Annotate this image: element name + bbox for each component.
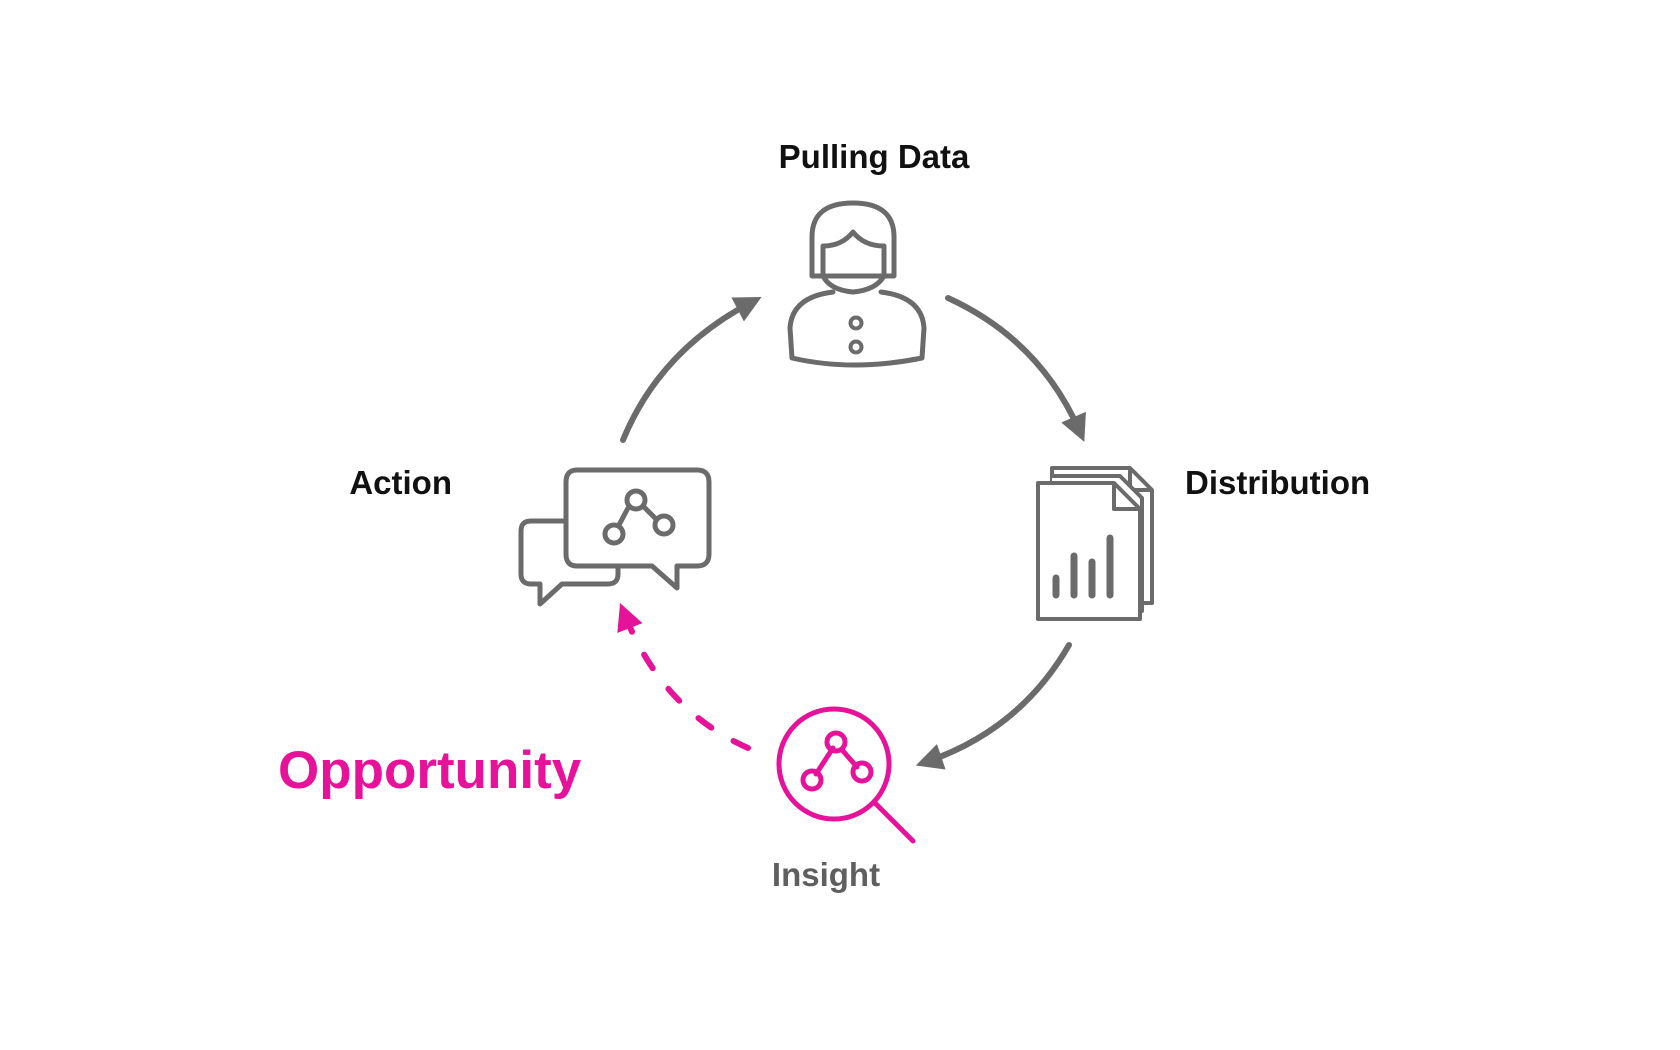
person-icon [787,200,927,368]
report-documents-icon [1036,466,1154,621]
magnifier-graph-icon [776,706,916,844]
distribution-label: Distribution [1185,464,1370,501]
arrow-distribution-to-insight [915,642,1072,770]
arrow-insight-to-action-dashed [617,602,751,751]
action-label: Action [349,464,452,501]
insight-label: Insight [772,856,880,893]
chat-bubbles-graph-icon [518,467,712,607]
pulling-data-label: Pulling Data [779,138,970,175]
arrow-action-to-pulling [620,297,762,443]
arrow-pulling-to-distribution [945,295,1086,442]
opportunity-label: Opportunity [278,741,582,800]
